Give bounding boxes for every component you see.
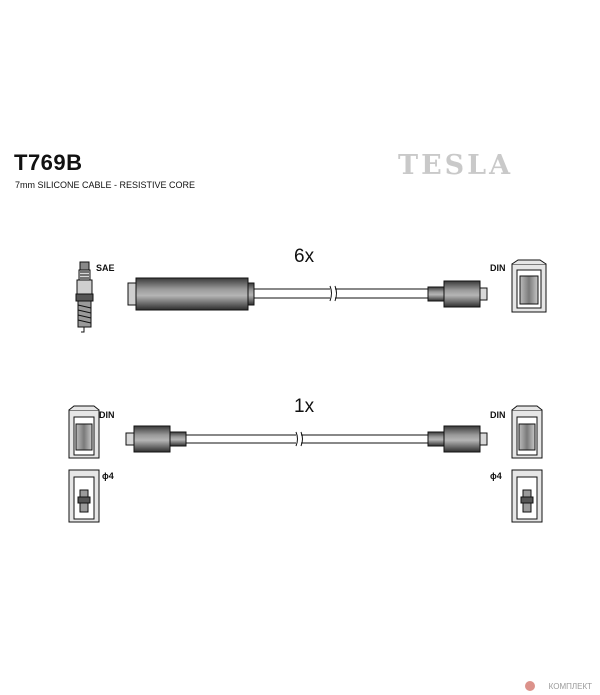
bottom-right-boot	[427, 425, 488, 453]
top-coil-boot	[427, 280, 488, 308]
top-right-end-label: DIN	[490, 263, 506, 273]
brand-logo: TESLA	[398, 150, 514, 181]
cable-spec: 7mm SILICONE CABLE - RESISTIVE CORE	[15, 180, 196, 190]
watermark-text: КОМПЛЕКТ	[548, 682, 592, 691]
top-plug-boot	[127, 277, 255, 311]
bottom-left-boot	[125, 425, 187, 453]
bottom-assembly-quantity: 1x	[294, 396, 315, 417]
top-cable	[254, 285, 428, 302]
bottom-right-end-label-d4: ϕ4	[490, 471, 502, 481]
bottom-left-din-terminal-icon	[68, 405, 100, 459]
top-din-terminal-icon	[511, 259, 547, 313]
bottom-right-din-terminal-icon	[511, 405, 543, 459]
top-assembly-quantity: 6x	[294, 246, 315, 267]
bottom-cable	[186, 431, 428, 447]
spark-plug-icon	[75, 261, 94, 333]
bottom-right-d4-terminal-icon	[511, 469, 543, 523]
bottom-left-end-label-d4: ϕ4	[102, 471, 114, 481]
watermark-logo-icon	[525, 681, 535, 691]
bottom-left-d4-terminal-icon	[68, 469, 100, 523]
bottom-left-end-label-din: DIN	[99, 410, 115, 420]
bottom-right-end-label-din: DIN	[490, 410, 506, 420]
top-left-end-label: SAE	[96, 263, 115, 273]
part-number: T769B	[14, 150, 83, 175]
